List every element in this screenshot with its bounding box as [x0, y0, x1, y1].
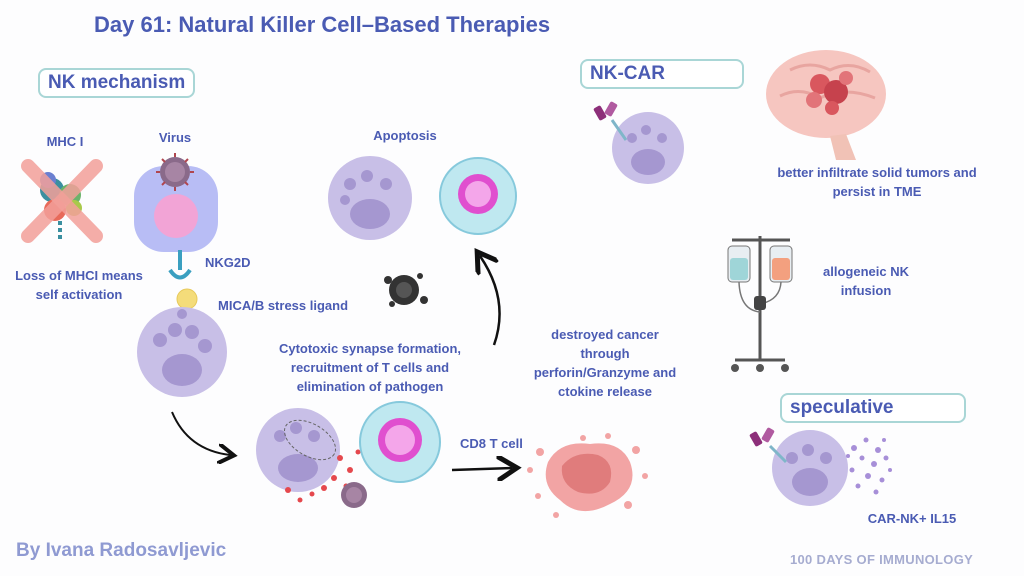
nk-car-cell [612, 112, 684, 184]
il15-particles-icon [846, 437, 892, 495]
section-speculative: speculative [780, 393, 966, 423]
car-receptor-icon [593, 101, 628, 141]
brain-icon [766, 50, 886, 160]
apoptotic-debris-icon [384, 273, 428, 307]
nk-cell [137, 307, 227, 397]
author-credit: By Ivana Radosavljevic [16, 540, 227, 561]
series-footer: 100 DAYS OF IMMUNOLOGY [790, 552, 974, 567]
label-loss-mhc: Loss of MHCI means self activation [15, 268, 143, 302]
arrow-to-synapse [171, 411, 230, 455]
mhc1-crossed-icon [21, 159, 103, 243]
arrow-to-cancer [451, 468, 512, 470]
apoptosis-t-cell [439, 157, 517, 235]
mica-ligand-icon [176, 288, 198, 310]
destroyed-tumor [527, 433, 648, 518]
virus-icon [156, 153, 194, 191]
label-mica: MICA/B stress ligand [218, 298, 349, 313]
synapse-nk-cell [256, 408, 361, 503]
iv-infusion-icon [727, 236, 793, 372]
section-nk-car: NK-CAR [580, 59, 744, 89]
label-apoptosis: Apoptosis [373, 128, 437, 143]
car-receptor-icon-2 [749, 427, 788, 464]
virus-icon-small [341, 482, 367, 508]
label-infiltrate: better infiltrate solid tumors and persi… [777, 165, 977, 199]
label-allogeneic: allogeneic NK infusion [823, 264, 909, 298]
label-destroyed-cancer: destroyed cancer through perforin/Granzy… [533, 327, 677, 399]
label-mhc1: MHC I [46, 134, 84, 149]
label-car-nk-il15: CAR-NK+ IL15 [867, 511, 957, 526]
arrow-to-apoptosis [480, 256, 501, 346]
label-nkg2d: NKG2D [205, 255, 251, 270]
infected-cell [134, 166, 218, 280]
car-nk-il15-cell [772, 430, 848, 506]
label-virus: Virus [158, 130, 192, 145]
label-synapse: Cytotoxic synapse formation, recruitment… [278, 341, 462, 394]
apoptosis-nk-cell [328, 156, 412, 240]
section-nk-mechanism: NK mechanism [38, 68, 196, 98]
label-cd8: CD8 T cell [460, 436, 523, 451]
t-cell [359, 401, 441, 483]
page-title: Day 61: Natural Killer Cell–Based Therap… [94, 12, 551, 37]
